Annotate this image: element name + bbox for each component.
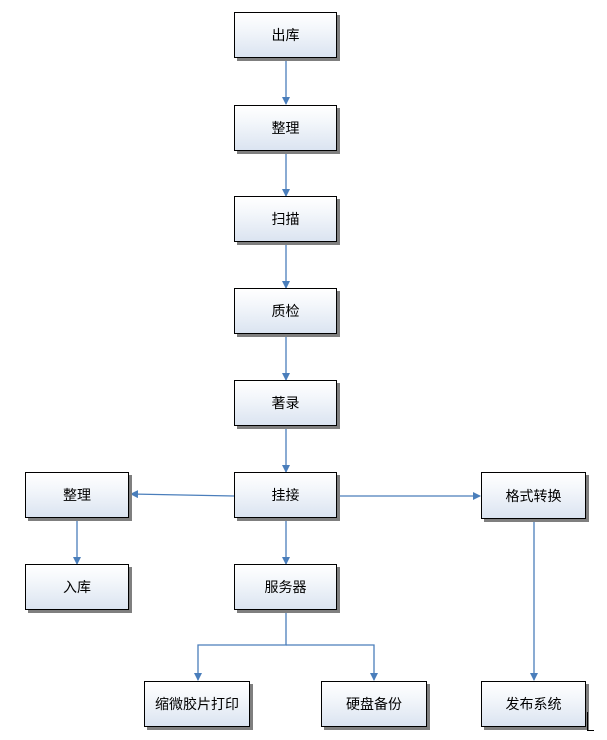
node-organize-left: 整理 — [25, 472, 129, 518]
node-format-convert: 格式转换 — [481, 472, 586, 519]
node-checkout: 出库 — [234, 12, 337, 58]
node-server: 服务器 — [234, 564, 337, 610]
node-disk-backup: 硬盘备份 — [321, 681, 427, 727]
text-cursor-mark — [587, 712, 594, 731]
node-attach: 挂接 — [234, 472, 337, 518]
edge-server-to-disk-backup — [286, 644, 378, 681]
node-catalog: 著录 — [234, 380, 337, 426]
node-quality-check: 质检 — [234, 288, 337, 334]
node-organize-top: 整理 — [234, 105, 337, 151]
node-publish-system: 发布系统 — [481, 681, 586, 727]
node-scan: 扫描 — [234, 196, 337, 242]
edge-attach-to-organize-left — [130, 490, 235, 499]
node-microfilm-print: 缩微胶片打印 — [144, 681, 250, 727]
node-store: 入库 — [25, 564, 129, 610]
edge-server-to-microfilm-print — [194, 610, 287, 681]
